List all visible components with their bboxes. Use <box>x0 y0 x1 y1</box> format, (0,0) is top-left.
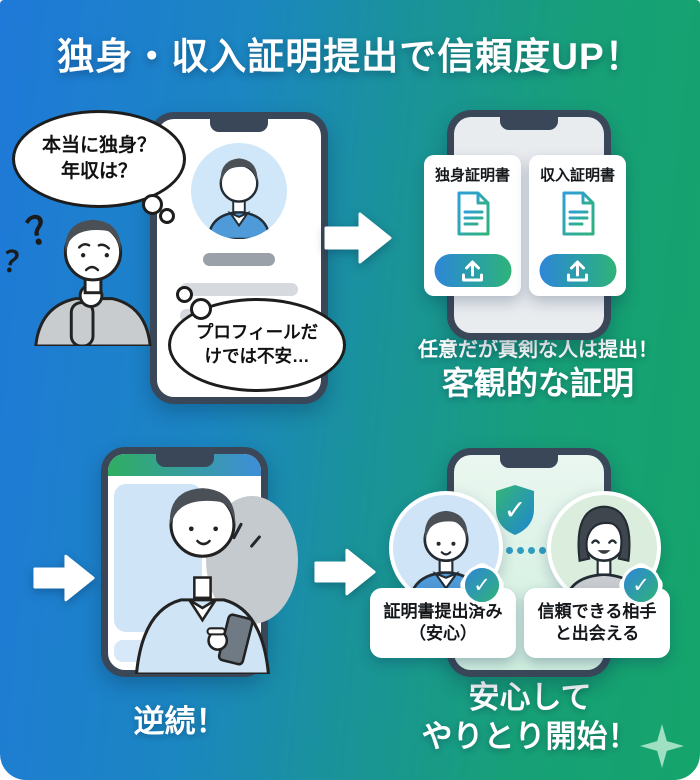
thought-line: けでは不安… <box>204 346 310 366</box>
thought-bubble-worry: プロフィールだ けでは不安… <box>168 298 346 392</box>
headline: 独身・収入証明提出で信頼度UP！ <box>57 36 643 77</box>
shield-checkmark: ✓ <box>503 494 527 525</box>
label-line: 証明書提出済み <box>383 602 503 621</box>
label-certificate-submitted: 証明書提出済み （安心） <box>370 588 516 658</box>
upload-button <box>434 254 511 287</box>
certificate-title: 独身証明書 <box>434 167 510 184</box>
profile-avatar <box>191 143 287 239</box>
thought-line: 本当に独身？ <box>41 135 156 157</box>
label-line: 信頼できる相手 <box>537 602 657 621</box>
thinking-man-illustration <box>34 219 152 346</box>
thought-tail-dot <box>190 298 212 320</box>
phone-notch <box>500 117 558 130</box>
certificate-card-single: 独身証明書 <box>424 155 521 296</box>
phone-notch <box>155 454 214 467</box>
arrow-right-icon <box>314 548 376 596</box>
caption-optional-note: 任意だが真剣な人は提出！ <box>418 339 658 361</box>
phone-notch <box>500 455 558 468</box>
certificate-card-income: 収入証明書 <box>529 155 626 296</box>
caption-start-messaging: 安心して やりとり開始！ <box>390 678 670 756</box>
caption-objective-proof: 客観的な証明 <box>441 365 634 401</box>
badge-checkmark: ✓ <box>473 573 491 597</box>
label-line: （安心） <box>409 624 477 643</box>
verified-man-avatar <box>389 491 503 605</box>
thought-tail-dot <box>142 194 163 215</box>
thought-bubble-doubt: 本当に独身？ 年収は？ <box>12 110 186 208</box>
arrow-right-icon <box>33 554 95 602</box>
thought-line: 年収は？ <box>60 161 137 182</box>
upload-icon <box>567 260 588 281</box>
upload-button <box>539 254 616 287</box>
caption-continue: 逆続！ <box>133 704 227 739</box>
shield-check-icon <box>496 485 534 535</box>
phone-notch <box>210 119 268 132</box>
certificate-title: 収入証明書 <box>539 167 615 184</box>
thought-tail-dot <box>176 286 193 303</box>
upload-icon <box>462 260 483 281</box>
thought-line: プロフィールだ <box>195 322 319 343</box>
arrow-right-icon <box>324 212 392 264</box>
man-with-smartphone-illustration <box>134 488 270 674</box>
caption-line: やりとり開始！ <box>421 719 639 754</box>
verified-badge-icon: ✓ <box>619 563 663 607</box>
profile-name-placeholder <box>203 253 275 266</box>
caption-line: 安心して <box>468 680 592 715</box>
thought-tail-dot <box>159 208 175 224</box>
document-icon <box>457 191 489 236</box>
man-bust-illustration <box>207 158 271 239</box>
document-icon <box>562 191 594 236</box>
label-line: と出会える <box>554 624 640 643</box>
verified-badge-icon: ✓ <box>460 563 504 607</box>
profile-text-placeholder <box>180 283 298 296</box>
badge-checkmark: ✓ <box>632 573 650 597</box>
